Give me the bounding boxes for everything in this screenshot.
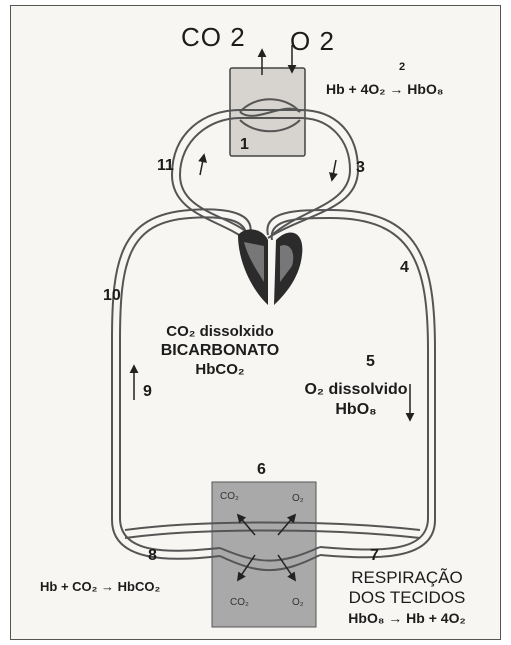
tissue-co2-top: CO₂: [220, 492, 239, 502]
label-3: 3: [356, 160, 365, 176]
venous-line-3: HbCO₂: [140, 360, 300, 379]
respiration-block: RESPIRAÇÃO DOS TECIDOS HbO₈ → Hb + 4O₂: [312, 568, 502, 628]
label-4: 4: [400, 260, 409, 276]
tissue-o2-top: O₂: [292, 494, 304, 504]
equation-8: Hb + CO₂ → HbCO₂: [40, 580, 160, 593]
label-2: 2: [399, 62, 405, 73]
venous-line-1: CO₂ dissolxido: [140, 322, 300, 341]
label-5: 5: [366, 354, 375, 370]
arterial-line-2: HbO₈: [296, 400, 416, 420]
arrow-11: [200, 155, 204, 175]
label-8: 8: [148, 548, 157, 564]
tissue-co2-bottom: CO₂: [230, 598, 249, 608]
respiration-line-1: RESPIRAÇÃO: [312, 568, 502, 588]
label-11: 11: [157, 158, 174, 174]
o2-top-label: O 2: [290, 28, 335, 54]
arrow-3: [332, 160, 336, 180]
label-9: 9: [143, 384, 152, 400]
label-6: 6: [257, 462, 266, 478]
venous-text: CO₂ dissolxido BICARBONATO HbCO₂: [140, 322, 300, 379]
respiration-line-2: DOS TECIDOS: [312, 588, 502, 608]
label-1: 1: [240, 137, 249, 153]
tissue-o2-bottom: O₂: [292, 598, 304, 608]
label-7: 7: [370, 548, 379, 564]
heart: [238, 229, 302, 305]
co2-top-label: CO 2: [181, 24, 246, 50]
venous-line-2: BICARBONATO: [140, 341, 300, 360]
arterial-line-1: O₂ dissolvido: [296, 380, 416, 400]
arterial-text: O₂ dissolvido HbO₈: [296, 380, 416, 420]
respiration-equation: HbO₈ → Hb + 4O₂: [312, 608, 502, 628]
equation-2: Hb + 4O₂ → HbO₈: [326, 82, 443, 96]
label-10: 10: [103, 288, 121, 304]
